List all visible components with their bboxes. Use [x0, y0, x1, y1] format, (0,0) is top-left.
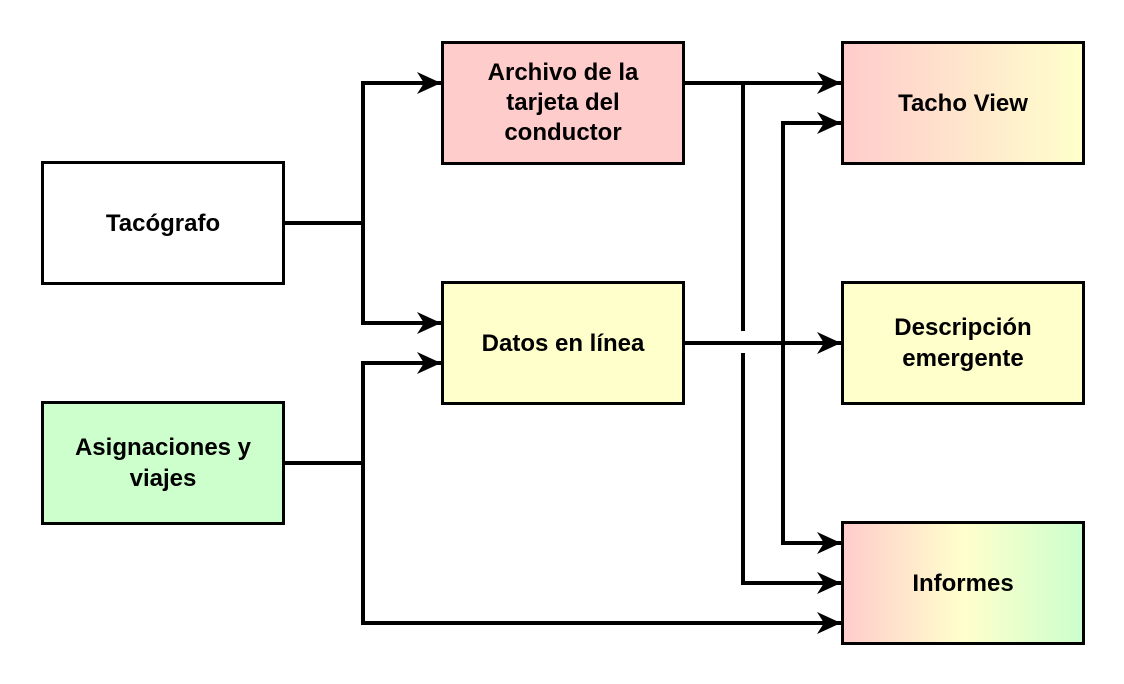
node-datos-en-linea: Datos en línea [441, 281, 685, 405]
edge-datos-tacho [781, 112, 841, 343]
node-descripcion-emergente-label: Descripción emergente [894, 314, 1032, 372]
node-descripcion-emergente: Descripción emergente [841, 281, 1085, 405]
node-tacho-view-label: Tacho View [898, 89, 1028, 117]
edge-asignaciones-informes [361, 463, 841, 634]
node-informes-label: Informes [912, 569, 1014, 597]
edge-tacografo-datos [361, 223, 441, 334]
node-tacografo-label: Tacógrafo [105, 209, 221, 237]
edge-asignaciones-datos [284, 352, 441, 465]
node-datos-en-linea-label: Datos en línea [481, 329, 645, 357]
node-tacografo: Tacógrafo [41, 161, 285, 285]
node-tacho-view: Tacho View [841, 41, 1085, 165]
edge-tacografo-archivo [284, 72, 441, 225]
node-archivo-tarjeta: Archivo de la tarjeta del conductor [441, 41, 685, 165]
node-asignaciones-label: Asignaciones y viajes [74, 434, 252, 492]
node-asignaciones: Asignaciones y viajes [41, 401, 285, 525]
node-archivo-tarjeta-label: Archivo de la tarjeta del conductor [487, 59, 639, 146]
edge-archivo-informes [741, 83, 841, 583]
edge-datos-informes [781, 343, 841, 554]
node-informes: Informes [841, 521, 1085, 645]
